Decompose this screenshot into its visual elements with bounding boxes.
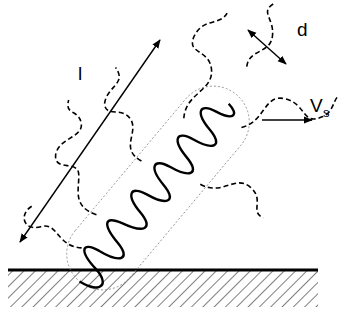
- dashed-chain: [80, 68, 177, 162]
- width-arrow: [248, 30, 286, 64]
- dashed-chain: [20, 205, 82, 261]
- blob-outline: [52, 71, 264, 304]
- dashed-chain: [231, 3, 291, 68]
- dashed-chain: [149, 5, 255, 119]
- tethered-chain: [66, 93, 243, 294]
- velocity-subscript: s: [323, 106, 330, 119]
- width-label: d: [297, 20, 308, 39]
- dashed-chain: [241, 53, 338, 180]
- dashed-chain: [22, 100, 142, 217]
- velocity-label: V: [310, 96, 323, 115]
- length-arrow: [20, 40, 160, 242]
- substrate-surface: [8, 269, 318, 272]
- length-label: l: [78, 64, 82, 83]
- dashed-chain: [200, 161, 273, 229]
- velocity-arrow: [262, 119, 312, 120]
- substrate-hatch: [8, 271, 318, 307]
